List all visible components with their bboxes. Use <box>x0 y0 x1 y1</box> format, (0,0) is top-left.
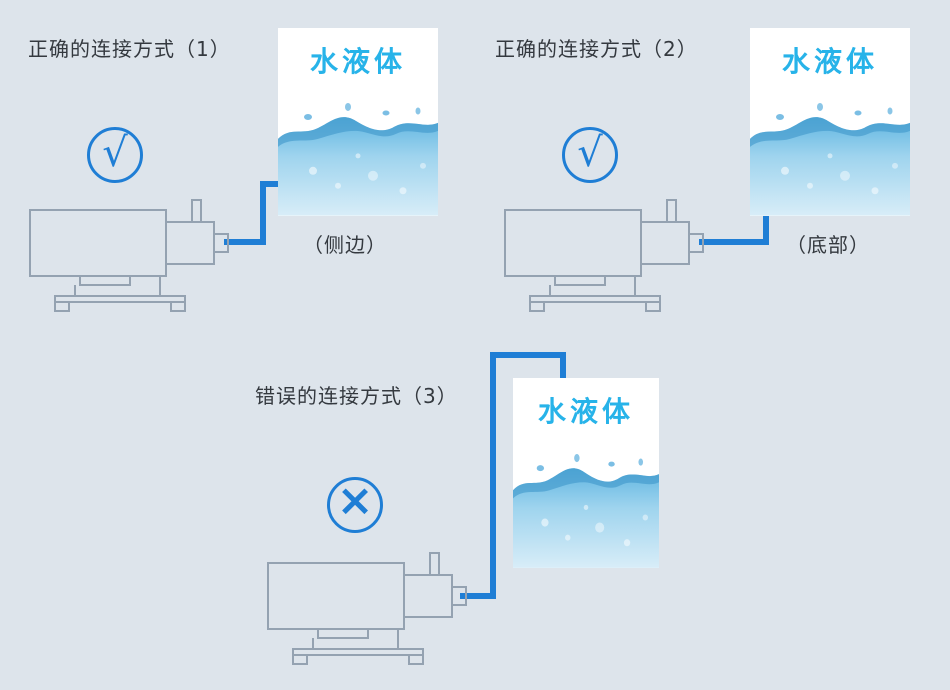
tank-label: 水液体 <box>309 45 406 78</box>
pipe-segment <box>490 352 566 358</box>
pipe-segment <box>699 239 769 245</box>
diagram-title: 正确的连接方式（2） <box>495 37 698 61</box>
pump-illustration <box>504 199 704 312</box>
check-icon: √ <box>87 127 143 183</box>
water-tank: 水液体 <box>278 28 438 216</box>
position-label: （侧边） <box>303 233 387 257</box>
pump-illustration <box>267 552 467 665</box>
water-image <box>278 103 438 216</box>
water-tank: 水液体 <box>750 28 910 216</box>
pipe-segment <box>763 213 769 245</box>
tank-label: 水液体 <box>537 395 634 428</box>
check-glyph: √ <box>577 130 603 176</box>
cross-icon: × <box>327 477 383 533</box>
pipe-segment <box>224 239 266 245</box>
water-tank: 水液体 <box>513 378 659 568</box>
pipe-segment <box>460 593 496 599</box>
check-icon: √ <box>562 127 618 183</box>
pipe-segment <box>260 181 266 245</box>
pipe-segment <box>262 181 280 187</box>
pump-illustration <box>29 199 229 312</box>
check-glyph: √ <box>102 130 128 176</box>
cross-glyph: × <box>336 475 374 526</box>
pipe-segment <box>560 352 566 382</box>
diagram-title: 错误的连接方式（3） <box>255 384 458 408</box>
tank-label: 水液体 <box>781 45 878 78</box>
pipe-segment <box>490 352 496 599</box>
water-image <box>513 454 659 568</box>
diagram-title: 正确的连接方式（1） <box>28 37 231 61</box>
water-image <box>750 103 910 216</box>
position-label: （底部） <box>786 233 870 257</box>
